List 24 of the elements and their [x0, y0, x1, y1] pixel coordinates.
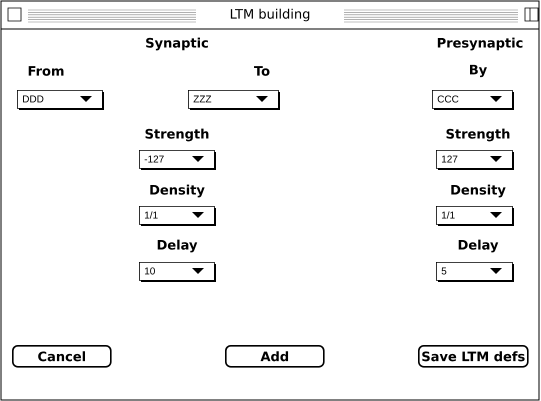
push-button: Cancel [12, 344, 112, 368]
dropdown-menu: ZZZ [188, 90, 280, 110]
field-label: Delay [458, 240, 498, 252]
dropdown-menu: DDD [17, 90, 104, 110]
field-label: Strength [146, 128, 208, 142]
field-label: From [28, 66, 64, 76]
dropdown-menu: 1/1 [436, 206, 514, 226]
field-label: Density [451, 184, 506, 198]
field-label: Strength [446, 128, 510, 142]
field-label: Delay [158, 240, 198, 252]
push-button: Save LTM defs [418, 344, 529, 368]
field-label: Synaptic [146, 38, 208, 50]
field-label: Presynaptic [438, 38, 522, 50]
dropdown-menu: 1/1 [139, 206, 216, 226]
dropdown-menu: 127 [436, 150, 514, 170]
dropdown-menu: 5 [436, 262, 514, 282]
field-label: By [470, 64, 487, 78]
field-label: To [254, 66, 270, 76]
dropdown-menu: CCC [432, 90, 514, 110]
dropdown-menu: 10 [139, 262, 216, 282]
field-label: Density [150, 184, 205, 198]
push-button: Add [225, 344, 325, 368]
dropdown-menu: -127 [139, 150, 216, 170]
window-title: LTM building [226, 5, 314, 25]
